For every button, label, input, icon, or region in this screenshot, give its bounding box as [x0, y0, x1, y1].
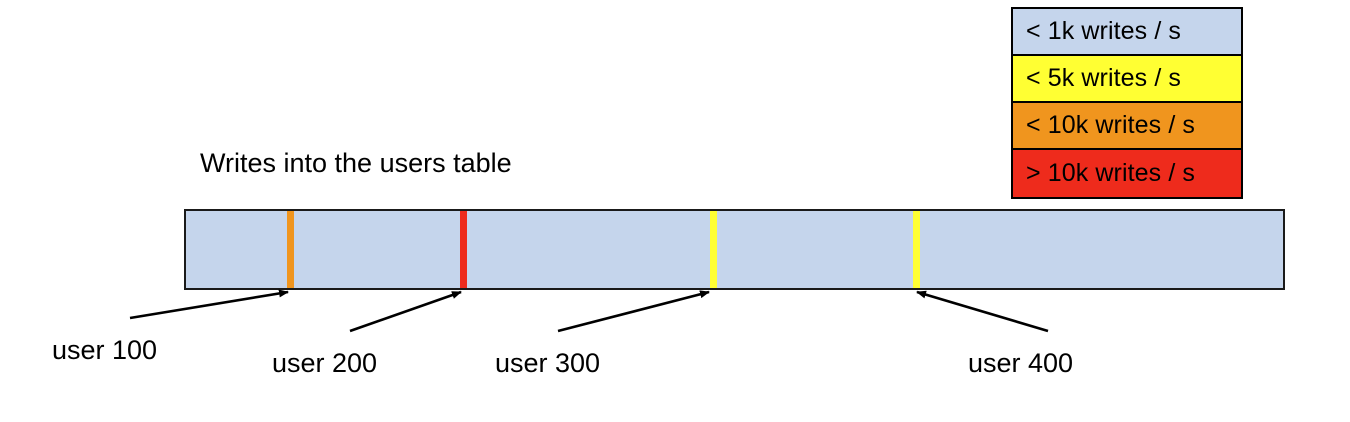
- users-table-keyspace-bar: [184, 209, 1285, 290]
- legend-row-label: < 5k writes / s: [1026, 64, 1182, 92]
- stripe-user-100: [287, 211, 294, 288]
- arrow-user-400: [916, 290, 1049, 333]
- chart-title: Writes into the users table: [200, 148, 512, 178]
- annotation-user-300: user 300: [495, 348, 601, 378]
- stripe-user-300: [710, 211, 717, 288]
- stripe-user-400: [913, 211, 920, 288]
- legend-row-label: < 10k writes / s: [1026, 111, 1196, 139]
- legend-row-under-10k: < 10k writes / s: [1013, 103, 1241, 150]
- stripe-user-200: [460, 211, 467, 288]
- legend-row-under-1k: < 1k writes / s: [1013, 9, 1241, 56]
- legend-row-label: > 10k writes / s: [1026, 159, 1196, 187]
- legend-row-label: < 1k writes / s: [1026, 17, 1182, 45]
- annotation-user-100: user 100: [52, 335, 158, 365]
- annotation-user-400: user 400: [968, 348, 1074, 378]
- annotation-user-200: user 200: [272, 348, 378, 378]
- arrow-user-300: [557, 290, 710, 333]
- legend-row-over-10k: > 10k writes / s: [1013, 150, 1241, 197]
- arrow-user-100: [129, 289, 289, 320]
- writes-rate-legend: < 1k writes / s < 5k writes / s < 10k wr…: [1011, 7, 1243, 199]
- legend-row-under-5k: < 5k writes / s: [1013, 56, 1241, 103]
- arrow-user-200: [349, 290, 462, 333]
